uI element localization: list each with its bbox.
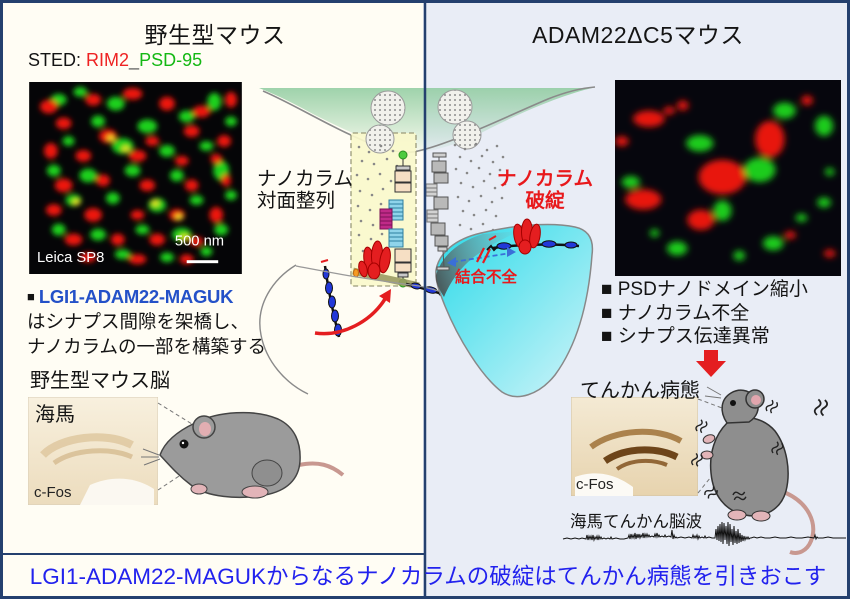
right-panel-title: ADAM22ΔC5マウス bbox=[532, 22, 744, 48]
wildtype-brain-section: 海馬 c-Fos bbox=[28, 397, 158, 505]
blue-comb-protein-2 bbox=[388, 228, 404, 248]
micrograph-credit: Leica SP8 bbox=[37, 250, 104, 266]
scale-bar-label: 500 nm bbox=[175, 233, 224, 249]
rim2-label: RIM2 bbox=[86, 50, 130, 70]
psd95-label: PSD-95 bbox=[139, 50, 203, 70]
mutant-sted-micrograph bbox=[615, 80, 841, 276]
spine-outline-left bbox=[259, 264, 309, 395]
cfos-label-right: c-Fos bbox=[576, 476, 614, 493]
blue-comb-protein bbox=[388, 199, 404, 221]
aligned-nanocolumn-proteins bbox=[379, 150, 412, 288]
psd-membrane-band bbox=[352, 267, 420, 290]
recruitment-arrow bbox=[314, 289, 391, 336]
binding-failure-label: 結合不全 bbox=[455, 269, 518, 286]
eeg-label: 海馬てんかん脳波 bbox=[570, 513, 702, 531]
sted-separator: _ bbox=[129, 50, 140, 70]
epilepsy-heading: てんかん病態 bbox=[580, 380, 700, 402]
nanocolumn-aligned-label: ナノカラム 対面整列 bbox=[257, 168, 353, 212]
mutant-findings-list: ■ PSDナノドメイン縮小 ■ ナノカラム不全 ■ シナプス伝達異常 bbox=[601, 278, 808, 349]
wildtype-mouse-illustration bbox=[141, 411, 345, 499]
mutant-brain-section: c-Fos bbox=[571, 397, 698, 496]
magenta-comb-protein bbox=[379, 208, 393, 230]
conclusion-banner: LGI1-ADAM22-MAGUKからなるナノカラムの破綻はてんかん病態を引きお… bbox=[29, 564, 827, 589]
nanocolumn-highlight-box bbox=[350, 132, 417, 287]
vesicle-dots-aligned bbox=[355, 144, 399, 271]
nanocolumn-broken-label: ナノカラム 破綻 bbox=[497, 168, 593, 212]
wildtype-brain-heading: 野生型マウス脳 bbox=[30, 370, 170, 392]
finding-line3: ナノカラムの一部を構築する bbox=[27, 336, 267, 357]
left-panel-title: 野生型マウス bbox=[144, 22, 286, 48]
complex-name: LGI1-ADAM22-MAGUK bbox=[38, 286, 234, 307]
finding-item: ■ シナプス伝達異常 bbox=[601, 326, 770, 347]
receptor-cluster-aligned bbox=[353, 240, 391, 280]
finding-line2: はシナプス間隙を架橋し、 bbox=[27, 311, 250, 332]
left-panel-divider bbox=[3, 553, 424, 555]
bullet-square: ■ bbox=[27, 289, 35, 304]
hippocampus-label: 海馬 bbox=[35, 403, 75, 426]
cfos-label-left: c-Fos bbox=[34, 484, 72, 501]
finding-item: ■ PSDナノドメイン縮小 bbox=[601, 279, 808, 300]
scale-bar bbox=[186, 260, 219, 264]
sted-prefix: STED: bbox=[28, 50, 82, 70]
wildtype-finding-text: ■LGI1-ADAM22-MAGUK はシナプス間隙を架橋し、 ナノカラムの一部… bbox=[27, 284, 267, 359]
sted-caption: STED: RIM2_PSD-95 bbox=[28, 50, 202, 71]
finding-item: ■ ナノカラム不全 bbox=[601, 302, 750, 324]
lgi1-adam22-chain-free bbox=[320, 259, 342, 338]
wildtype-sted-micrograph: Leica SP8 500 nm bbox=[29, 82, 242, 274]
